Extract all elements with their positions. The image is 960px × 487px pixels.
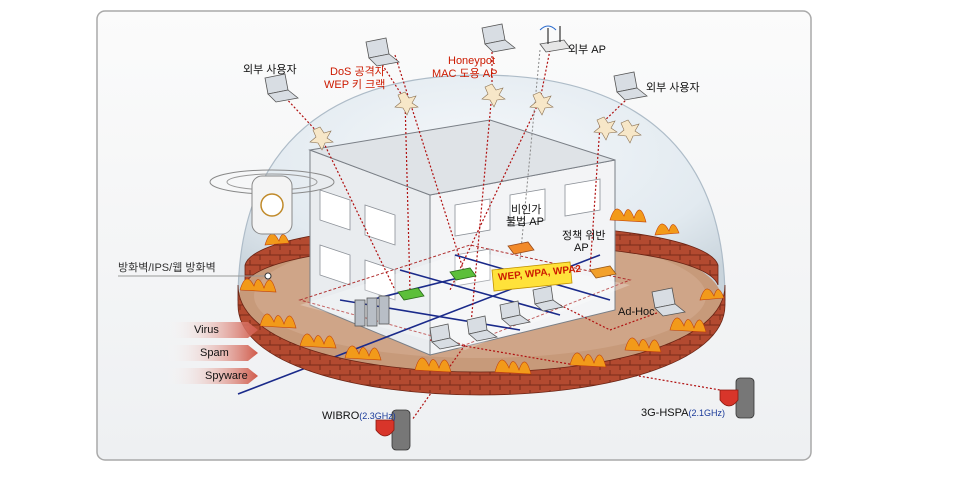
spyware-label: Spyware — [205, 370, 248, 382]
laptop-icon — [264, 23, 686, 350]
honeypot-label: Honeypot — [448, 55, 496, 67]
external-ap-label: 외부 AP — [568, 44, 606, 56]
wibro-name: WIBRO — [322, 410, 360, 422]
firewall-label: 방화벽/IPS/웹 방화벽 — [118, 262, 216, 274]
sensor-device-icon — [209, 169, 335, 235]
unauthorized-ap-label: 비인가 — [511, 204, 542, 216]
spam-label: Spam — [200, 347, 229, 359]
mac-spoof-ap-label: MAC 도용 AP — [432, 68, 498, 80]
illegal-ap-label: 불법 AP — [506, 216, 544, 228]
adhoc-label: Ad-Hoc — [618, 306, 655, 318]
hspa-label: 3G-HSPA(2.1GHz) — [641, 407, 725, 419]
wibro-frequency: (2.3GHz) — [359, 411, 396, 421]
policy-ap-label: AP — [574, 242, 589, 254]
external-user-label: 외부 사용자 — [243, 64, 297, 76]
access-point-icon — [397, 241, 617, 301]
hspa-name: 3G-HSPA — [641, 407, 689, 419]
access-point-icon — [539, 25, 571, 53]
mobile-shield-icon — [375, 377, 755, 451]
fire-icon — [239, 208, 725, 375]
dos-attacker-label: DoS 공격자 — [330, 66, 385, 78]
wep-crack-label: WEP 키 크랙 — [324, 79, 386, 91]
wibro-label: WIBRO(2.3GHz) — [322, 410, 396, 422]
virus-label: Virus — [194, 324, 219, 336]
policy-violation-label: 정책 위반 — [562, 230, 606, 242]
wep-banner — [491, 261, 573, 292]
attack-lines — [282, 48, 721, 421]
explosion-icon — [309, 83, 642, 151]
hspa-frequency: (2.1GHz) — [688, 408, 725, 418]
server-icon — [354, 295, 390, 327]
firewall-wall-front — [237, 284, 726, 396]
threat-arrows — [165, 322, 258, 384]
external-user-label-2: 외부 사용자 — [646, 82, 700, 94]
